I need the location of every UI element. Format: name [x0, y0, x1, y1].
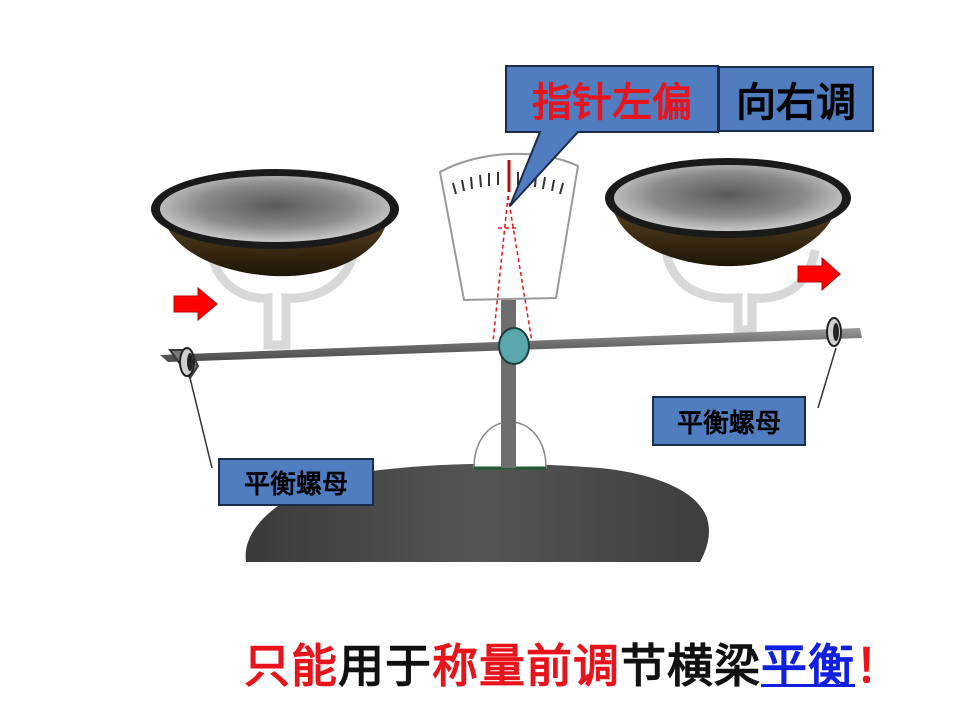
balance-nut-label-left: 平衡螺母: [218, 458, 374, 506]
balance-nut-label-right: 平衡螺母: [652, 396, 806, 446]
left-pan: [151, 169, 399, 350]
caption-part-4: 节横梁: [620, 639, 761, 693]
leader-line-left: [189, 377, 213, 469]
pivot-knob: [498, 327, 530, 365]
caption-part-1: 只能: [244, 639, 338, 693]
right-arrow-icon: [173, 286, 218, 322]
right-pan: [605, 158, 851, 335]
adjust-direction-text: 向右调: [718, 66, 874, 132]
right-arrow-icon: [797, 256, 841, 292]
right-balance-nut: [826, 317, 842, 347]
caption-part-6: ！: [855, 639, 902, 693]
pointer-swing-lines: [492, 195, 533, 343]
left-balance-nut: [179, 347, 195, 377]
pointer-deflection-text: 指针左偏: [532, 80, 692, 126]
caption-part-3: 称量前调: [432, 639, 620, 693]
caption-part-5: 平衡: [761, 639, 855, 693]
pointer-dial: [438, 152, 580, 343]
center-post: [473, 300, 547, 470]
caption-part-2: 用于: [338, 639, 432, 693]
leader-line-right: [817, 347, 837, 409]
caption: 只能用于称量前调节横梁平衡！: [244, 630, 944, 693]
